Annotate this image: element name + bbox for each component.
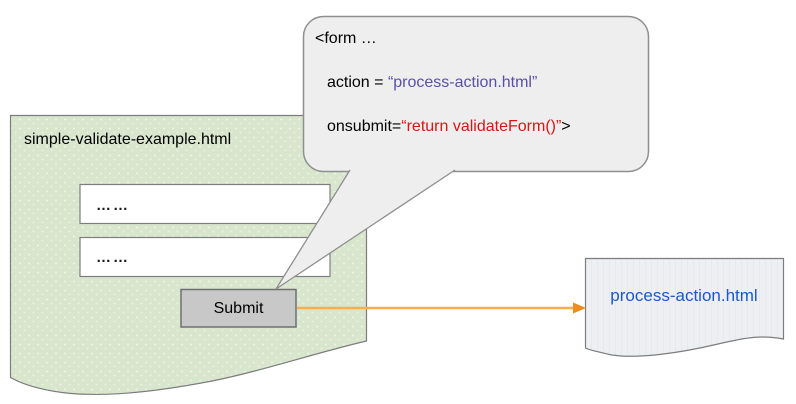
source-document-title: simple-validate-example.html xyxy=(24,131,232,148)
target-document-shape xyxy=(584,257,785,357)
submit-button-shape xyxy=(180,288,297,328)
callout-line-2: action = “process-action.html” xyxy=(327,74,537,92)
callout-line-3-value: “return validateForm()” xyxy=(401,118,562,135)
input-field-2-text: …… xyxy=(96,249,130,266)
callout-bubble-shape xyxy=(302,15,650,173)
flow-arrow-head xyxy=(573,302,586,314)
submit-button-label: Submit xyxy=(213,300,264,317)
callout-line-2-attr: action = xyxy=(327,74,388,91)
target-document-title: process-action.html xyxy=(610,286,758,305)
callout-line-2-value: “process-action.html” xyxy=(387,74,538,91)
input-field-1-box xyxy=(79,183,331,225)
callout-tail xyxy=(275,169,456,290)
callout-line-1: <form … xyxy=(315,30,377,47)
callout-line-3-close: > xyxy=(561,118,571,135)
callout-line-3-attr: onsubmit= xyxy=(327,118,402,135)
input-field-1-text: …… xyxy=(96,197,130,214)
callout-line-3: onsubmit=“return validateForm()”> xyxy=(327,118,571,136)
